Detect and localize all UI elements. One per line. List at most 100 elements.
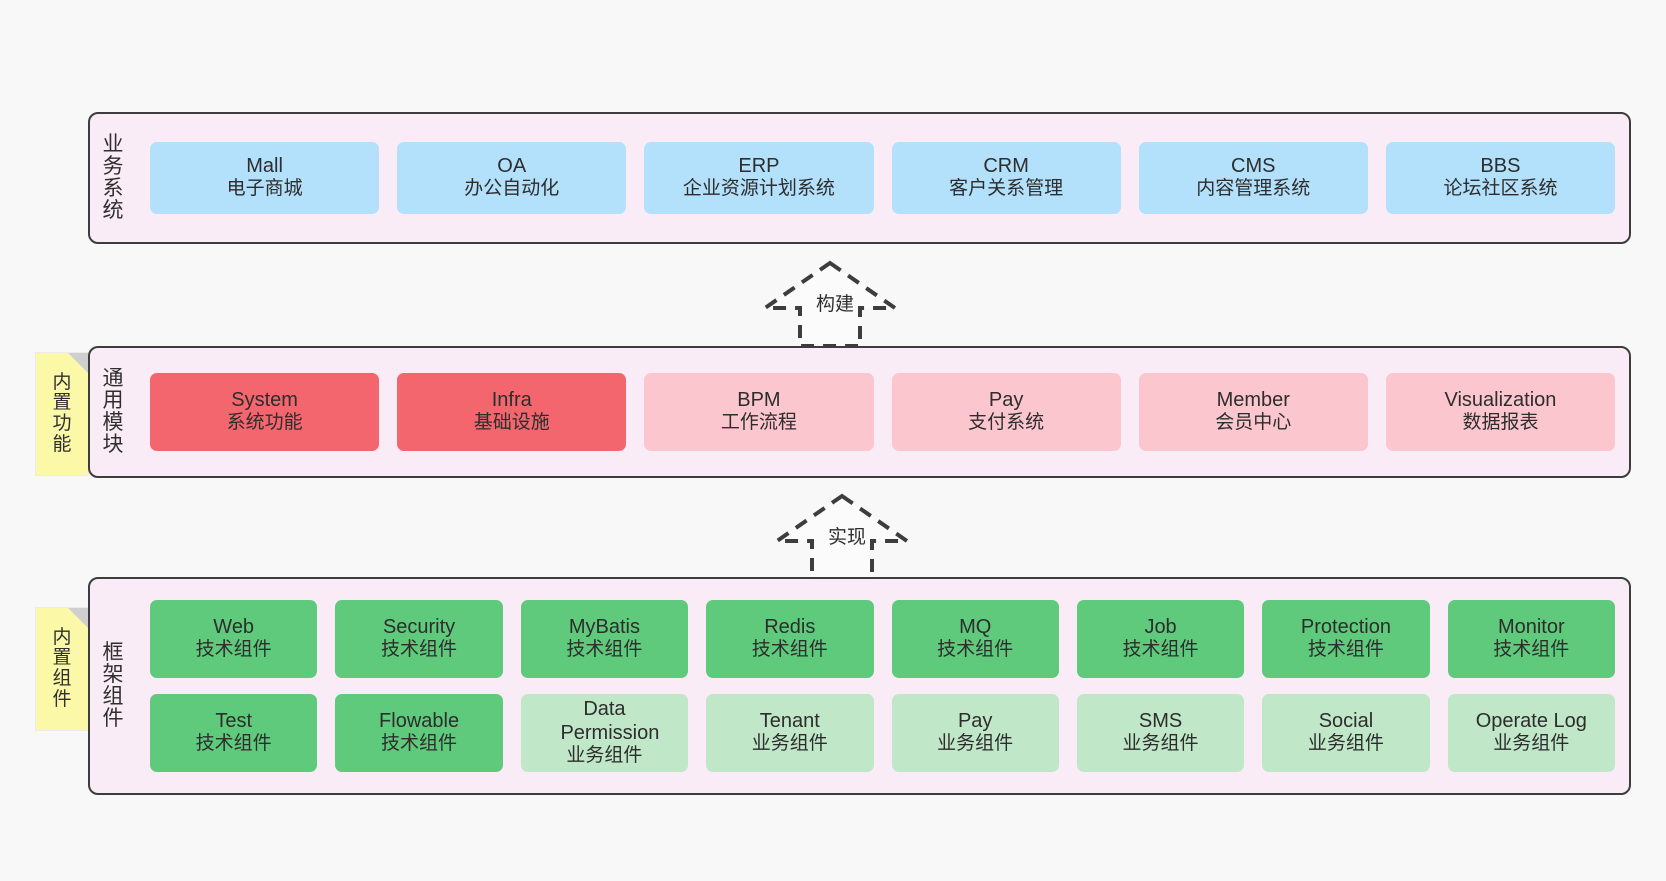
node-subtitle: 会员中心 xyxy=(1215,412,1292,434)
node-title: Monitor xyxy=(1497,615,1565,638)
node-title: System xyxy=(231,388,298,411)
node-redis[interactable]: Redis 技术组件 xyxy=(706,600,874,678)
node-crm[interactable]: CRM 客户关系管理 xyxy=(891,142,1121,214)
node-mybatis[interactable]: MyBatis 技术组件 xyxy=(520,600,689,678)
node-title: Social xyxy=(1318,709,1374,732)
node-test[interactable]: Test 技术组件 xyxy=(150,694,318,772)
layer-common-body: System 系统功能 Infra 基础设施 BPM 工作流程 Pay 支付系统… xyxy=(136,348,1629,476)
node-subtitle: 业务组件 xyxy=(566,745,643,767)
sticky-char: 内 xyxy=(52,371,72,393)
node-subtitle: 业务组件 xyxy=(1122,733,1199,755)
node-cms[interactable]: CMS 内容管理系统 xyxy=(1138,142,1368,214)
node-title: MyBatis xyxy=(568,615,640,638)
node-title: Visualization xyxy=(1444,388,1557,411)
node-subtitle: 技术组件 xyxy=(1307,639,1384,661)
sticky-fold-corner xyxy=(68,353,88,373)
node-infra[interactable]: Infra 基础设施 xyxy=(397,373,627,451)
node-title: CRM xyxy=(983,154,1029,177)
node-mq[interactable]: MQ 技术组件 xyxy=(891,600,1059,678)
node-subtitle: 数据报表 xyxy=(1462,412,1539,434)
node-pay-component[interactable]: Pay 业务组件 xyxy=(891,694,1059,772)
layer-framework-components: 框 架 组 件 Web 技术组件 Security 技术组件 MyBatis 技… xyxy=(88,577,1631,795)
node-flowable[interactable]: Flowable 技术组件 xyxy=(335,694,503,772)
node-subtitle: 业务组件 xyxy=(1493,733,1570,755)
node-title: Tenant xyxy=(759,709,820,732)
node-subtitle: 技术组件 xyxy=(566,639,643,661)
node-row-business: Test 技术组件 Flowable 技术组件 Data Permission … xyxy=(150,694,1615,772)
node-row: Mall 电子商城 OA 办公自动化 ERP 企业资源计划系统 CRM 客户关系… xyxy=(150,142,1616,214)
node-mall[interactable]: Mall 电子商城 xyxy=(150,142,380,214)
node-subtitle: 论坛社区系统 xyxy=(1443,178,1558,200)
node-bbs[interactable]: BBS 论坛社区系统 xyxy=(1385,142,1616,214)
node-protection[interactable]: Protection 技术组件 xyxy=(1262,600,1430,678)
node-title: Redis xyxy=(764,615,816,638)
node-data-permission[interactable]: Data Permission 业务组件 xyxy=(520,694,689,772)
caption-char: 务 xyxy=(102,155,124,179)
sticky-char: 置 xyxy=(52,392,72,414)
node-subtitle: 企业资源计划系统 xyxy=(682,178,835,200)
layer-framework-body: Web 技术组件 Security 技术组件 MyBatis 技术组件 Redi… xyxy=(136,579,1629,793)
node-erp[interactable]: ERP 企业资源计划系统 xyxy=(644,142,874,214)
node-title: Job xyxy=(1144,615,1177,638)
node-subtitle: 业务组件 xyxy=(937,733,1014,755)
node-title: Pay xyxy=(957,709,993,732)
node-title: MQ xyxy=(959,615,992,638)
node-sms[interactable]: SMS 业务组件 xyxy=(1076,694,1245,772)
node-subtitle: 支付系统 xyxy=(968,412,1045,434)
connector-implement-label: 实现 xyxy=(828,527,867,548)
node-member[interactable]: Member 会员中心 xyxy=(1138,373,1368,451)
node-title: Security xyxy=(382,615,456,638)
node-subtitle: 技术组件 xyxy=(937,639,1014,661)
caption-char: 模 xyxy=(102,411,124,434)
caption-char: 组 xyxy=(102,685,124,708)
node-title: BBS xyxy=(1480,154,1521,177)
sticky-char: 组 xyxy=(52,668,72,689)
node-pay-module[interactable]: Pay 支付系统 xyxy=(891,373,1121,451)
node-subtitle: 工作流程 xyxy=(720,412,797,434)
node-web[interactable]: Web 技术组件 xyxy=(150,600,318,678)
node-job[interactable]: Job 技术组件 xyxy=(1076,600,1245,678)
node-social[interactable]: Social 业务组件 xyxy=(1262,694,1430,772)
node-operate-log[interactable]: Operate Log 业务组件 xyxy=(1447,694,1615,772)
node-bpm[interactable]: BPM 工作流程 xyxy=(644,373,874,451)
node-subtitle: 办公自动化 xyxy=(464,178,560,200)
connector-build-label: 构建 xyxy=(816,294,855,315)
node-subtitle: 基础设施 xyxy=(473,412,550,434)
node-subtitle: 电子商城 xyxy=(226,178,303,200)
node-subtitle: 技术组件 xyxy=(1493,639,1570,661)
node-subtitle: 业务组件 xyxy=(1307,733,1384,755)
layer-common-modules: 通 用 模 块 System 系统功能 Infra 基础设施 BPM 工作流程 xyxy=(88,346,1631,478)
caption-char: 块 xyxy=(102,432,124,456)
node-title: Protection xyxy=(1300,615,1391,638)
node-tenant[interactable]: Tenant 业务组件 xyxy=(706,694,874,772)
caption-char: 件 xyxy=(102,706,124,730)
node-system[interactable]: System 系统功能 xyxy=(150,373,380,451)
node-title: ERP xyxy=(738,154,780,177)
node-title: Mall xyxy=(246,154,283,177)
node-title: Member xyxy=(1216,388,1290,411)
caption-char: 系 xyxy=(102,177,124,200)
sticky-char: 能 xyxy=(52,433,72,455)
caption-char: 业 xyxy=(102,133,124,157)
node-subtitle: 技术组件 xyxy=(381,733,458,755)
node-subtitle: 技术组件 xyxy=(195,639,272,661)
node-subtitle: 技术组件 xyxy=(751,639,828,661)
node-visualization[interactable]: Visualization 数据报表 xyxy=(1385,373,1616,451)
node-monitor[interactable]: Monitor 技术组件 xyxy=(1447,600,1615,678)
node-title: SMS xyxy=(1138,709,1183,732)
node-security[interactable]: Security 技术组件 xyxy=(335,600,503,678)
sticky-char: 件 xyxy=(52,688,72,710)
caption-char: 统 xyxy=(102,198,124,222)
node-subtitle: 技术组件 xyxy=(1122,639,1199,661)
caption-char: 用 xyxy=(102,389,124,413)
node-oa[interactable]: OA 办公自动化 xyxy=(397,142,627,214)
node-title: OA xyxy=(497,154,527,177)
layer-common-caption: 通 用 模 块 xyxy=(90,348,136,476)
node-title: Pay xyxy=(988,388,1024,411)
sticky-note-builtin-features: 内 置 功 能 xyxy=(36,353,88,475)
caption-char: 架 xyxy=(102,663,124,687)
sticky-note-builtin-components: 内 置 组 件 xyxy=(36,608,88,730)
layer-business-body: Mall 电子商城 OA 办公自动化 ERP 企业资源计划系统 CRM 客户关系… xyxy=(136,114,1629,242)
node-row: System 系统功能 Infra 基础设施 BPM 工作流程 Pay 支付系统… xyxy=(150,373,1616,451)
